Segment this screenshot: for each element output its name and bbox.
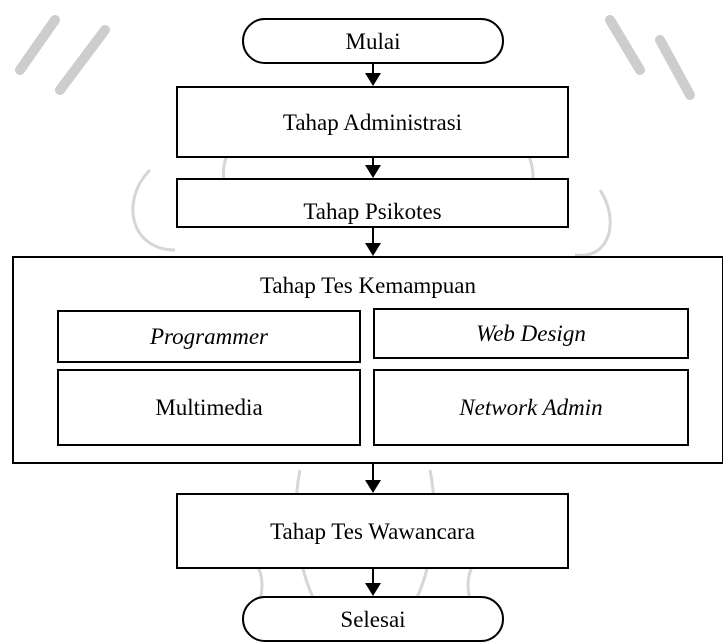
step-psikotes-label: Tahap Psikotes [303, 198, 442, 224]
option-network-admin: Network Admin [373, 369, 689, 446]
end-terminal: Selesai [242, 596, 504, 642]
option-programmer-label: Programmer [150, 324, 268, 349]
step-wawancara-label: Tahap Tes Wawancara [270, 518, 475, 544]
arrow-administrasi-to-psikotes [365, 158, 381, 178]
option-multimedia: Multimedia [57, 369, 361, 446]
arrow-psikotes-to-kemampuan [365, 228, 381, 256]
start-label: Mulai [345, 28, 401, 54]
option-multimedia-label: Multimedia [155, 395, 263, 420]
arrow-start-to-administrasi [365, 64, 381, 86]
option-network-admin-label: Network Admin [459, 395, 603, 420]
start-terminal: Mulai [242, 18, 504, 64]
group-tes-kemampuan-title: Tahap Tes Kemampuan [259, 273, 477, 298]
arrow-wawancara-to-selesai [365, 569, 381, 596]
step-administrasi: Tahap Administrasi [176, 86, 569, 158]
option-web-design: Web Design [373, 308, 689, 359]
step-administrasi-label: Tahap Administrasi [282, 109, 463, 135]
option-web-design-label: Web Design [476, 321, 586, 346]
group-tes-kemampuan: Tahap Tes Kemampuan Programmer Web Desig… [12, 256, 723, 464]
end-label: Selesai [340, 606, 406, 632]
arrow-kemampuan-to-wawancara [365, 464, 381, 493]
step-psikotes: Tahap Psikotes [176, 178, 569, 228]
option-programmer: Programmer [57, 310, 361, 363]
step-wawancara: Tahap Tes Wawancara [176, 493, 569, 569]
